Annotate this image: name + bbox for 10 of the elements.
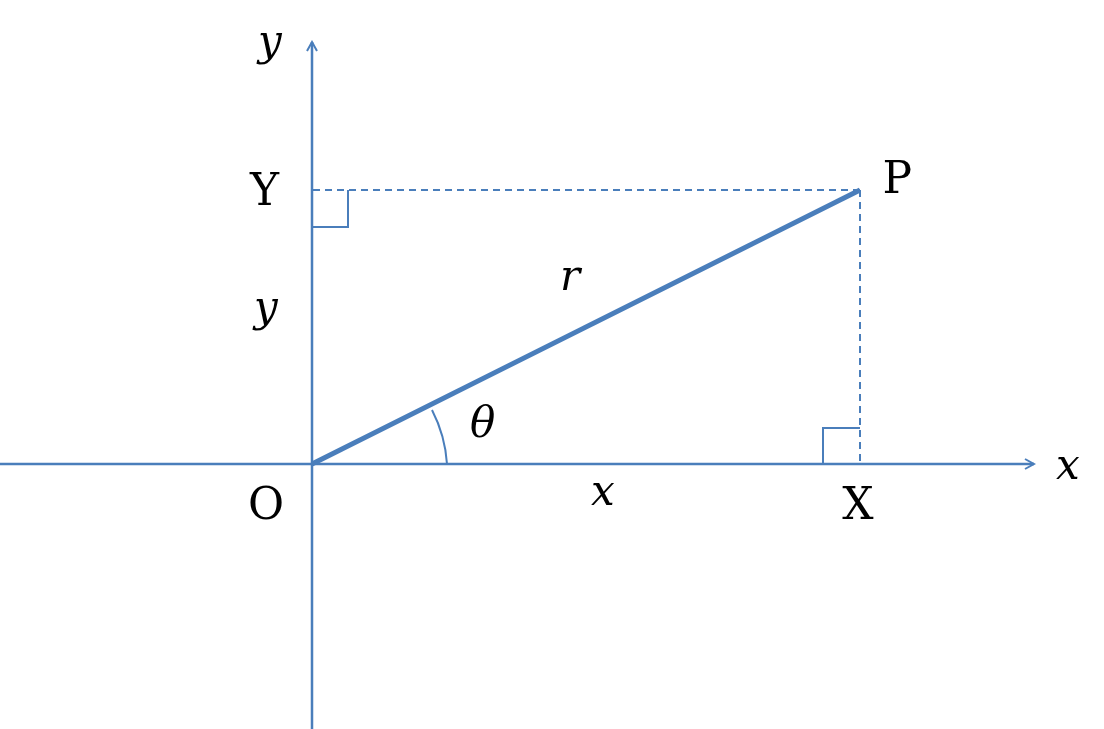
edge-label: r xyxy=(560,255,581,297)
length-label: x xyxy=(591,470,615,512)
dashed-line xyxy=(311,189,861,191)
point-label: X xyxy=(842,482,874,526)
point-label: Y xyxy=(250,168,280,212)
axis-label: x xyxy=(1056,444,1080,486)
point-label: P xyxy=(882,156,912,200)
line-segment xyxy=(310,187,862,467)
point-label: O xyxy=(248,482,285,526)
angle-label: θ xyxy=(470,402,496,444)
